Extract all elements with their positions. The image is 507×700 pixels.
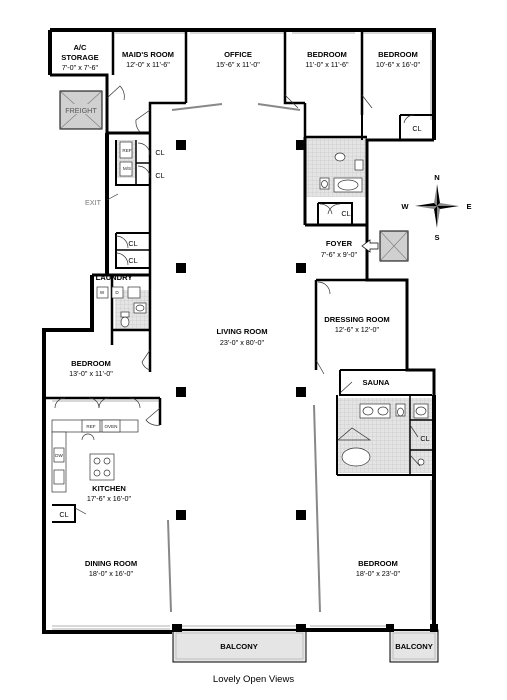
dining-room-dims: 18'-0" x 16'-0" — [89, 569, 134, 578]
closet-label: CL — [59, 510, 68, 519]
closet-label: CL — [412, 124, 421, 133]
closet-label: CL — [128, 239, 137, 248]
maids-room-name: MAID'S ROOM — [122, 50, 174, 59]
closet-label: CL — [155, 171, 164, 180]
bedroom-master-dims: 18'-0" x 23'-0" — [356, 569, 401, 578]
compass-rose: N S E W — [401, 173, 471, 242]
compass-e: E — [466, 202, 471, 211]
foyer-elevator — [361, 230, 409, 262]
closet-label: CL — [128, 256, 137, 265]
bedroom-n2-name: BEDROOM — [378, 50, 418, 59]
dw-label: DW — [55, 453, 63, 458]
living-room-name: LIVING ROOM — [216, 327, 267, 336]
ref-small-label: REF — [122, 148, 131, 153]
freight-label: FREIGHT — [65, 106, 97, 115]
balcony-west — [172, 629, 307, 663]
bedroom-n1-dims: 11'-0" x 11'-6" — [305, 60, 349, 69]
ac-storage-name-1: A/C — [73, 43, 87, 52]
ac-storage-name-2: STORAGE — [61, 53, 98, 62]
dining-room-name: DINING ROOM — [85, 559, 137, 568]
living-room-dims: 23'-0" x 80'-0" — [220, 338, 265, 347]
balcony-west-name: BALCONY — [220, 642, 258, 651]
washer-label: W — [100, 290, 105, 295]
glass-partitions — [167, 103, 321, 613]
sauna-name: SAUNA — [362, 378, 390, 387]
ms-label: M/S — [123, 166, 131, 171]
foyer-dims: 7'-6" x 9'-0" — [321, 250, 358, 259]
floor-plan-caption: Lovely Open Views — [212, 674, 295, 685]
kitchen-fixtures — [51, 419, 139, 493]
dryer-label: D — [115, 290, 119, 295]
bedroom-n1-name: BEDROOM — [307, 50, 347, 59]
room-labels: A/C STORAGE 7'-0" x 7'-6" MAID'S ROOM 12… — [61, 43, 432, 651]
freight-elevator — [59, 90, 103, 130]
kitchen-dims: 17'-6" x 16'-0" — [87, 494, 132, 503]
office-name: OFFICE — [224, 50, 252, 59]
appliance-labels: REF OVEN DW W D REF M/S — [55, 148, 132, 458]
maids-room-dims: 12'-0" x 11'-6" — [126, 60, 170, 69]
oven-label: OVEN — [104, 424, 117, 429]
kitchen-name: KITCHEN — [92, 484, 126, 493]
columns — [172, 140, 438, 632]
bedroom-w-name: BEDROOM — [71, 359, 111, 368]
dressing-room-dims: 12'-6" x 12'-0" — [335, 325, 380, 334]
bedroom-w-dims: 13'-0" x 11'-0" — [69, 369, 113, 378]
bedroom-n2-dims: 10'-6" x 16'-0" — [376, 60, 421, 69]
compass-n: N — [434, 173, 439, 182]
ref-label: REF — [86, 424, 95, 429]
exit-label: EXIT — [85, 198, 102, 207]
walls — [42, 28, 438, 634]
closet-label: CL — [341, 209, 350, 218]
tile-floors — [115, 137, 432, 473]
bedroom-master-name: BEDROOM — [358, 559, 398, 568]
door-swings — [54, 85, 421, 515]
compass-w: W — [401, 202, 409, 211]
ac-storage-dims: 7'-0" x 7'-6" — [62, 63, 99, 72]
foyer-name: FOYER — [326, 239, 353, 248]
laundry-name: LAUNDRY — [96, 273, 133, 282]
compass-s: S — [434, 233, 439, 242]
closet-labels: CL CL CL CL CL CL CL CL — [59, 124, 429, 519]
dressing-room-name: DRESSING ROOM — [324, 315, 389, 324]
balcony-east-name: BALCONY — [395, 642, 433, 651]
closet-label: CL — [155, 148, 164, 157]
balcony-east — [389, 629, 439, 663]
bath-fixtures — [119, 141, 429, 467]
office-dims: 15'-6" x 11'-0" — [216, 60, 260, 69]
laundry-machines — [96, 286, 141, 299]
closet-label: CL — [420, 434, 429, 443]
